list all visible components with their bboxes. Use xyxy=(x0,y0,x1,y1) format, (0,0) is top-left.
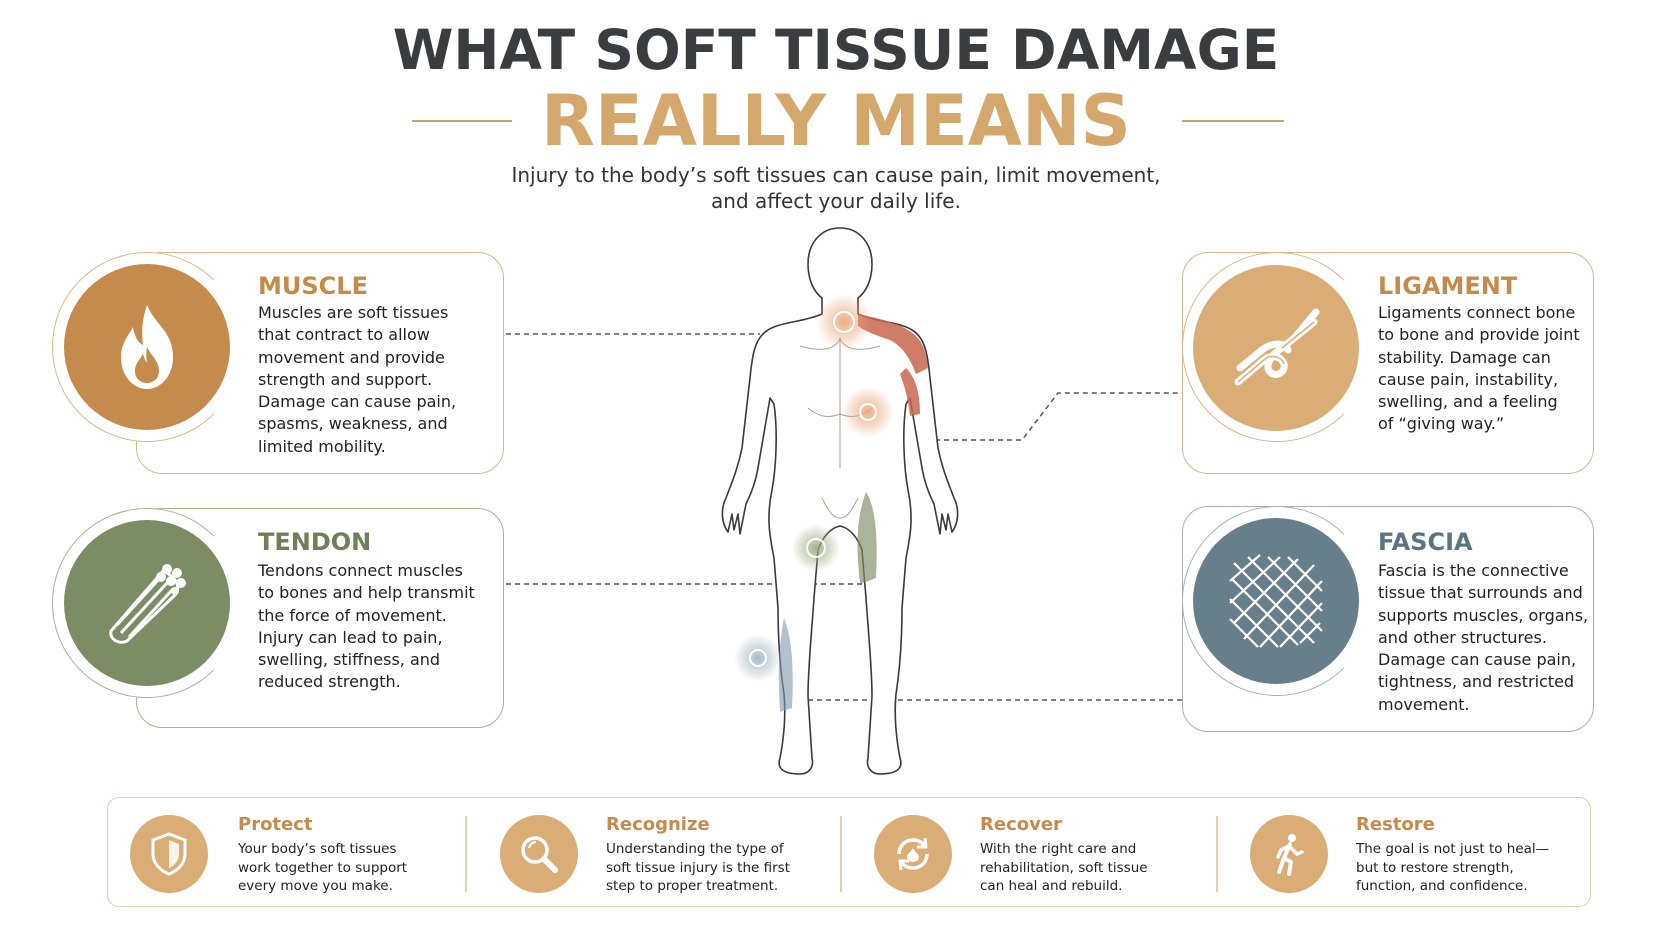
recover-item: Recover With the right care and rehabili… xyxy=(854,798,1214,908)
recover-icon-circle xyxy=(874,815,952,893)
recover-line: can heal and rebuild. xyxy=(980,878,1123,894)
tendon-line: the force of movement. xyxy=(258,605,447,625)
recognize-item: Recognize Understanding the type of soft… xyxy=(480,798,840,908)
fascia-line: Damage can cause pain, xyxy=(1378,650,1577,670)
muscle-line: Muscles are soft tissues xyxy=(258,303,449,322)
restore-line: function, and confidence. xyxy=(1356,878,1528,894)
shield-icon xyxy=(151,832,187,876)
muscle-marker-glow xyxy=(816,294,872,350)
ligament-description: Ligaments connect bone to bone and provi… xyxy=(1378,302,1590,436)
protect-line: Your body’s soft tissues xyxy=(238,841,397,857)
muscle-line: Damage can cause pain, xyxy=(258,392,457,412)
fascia-line: tissue that surrounds and xyxy=(1378,583,1583,603)
ligament-line: Ligaments connect bone xyxy=(1378,303,1576,322)
restore-icon-circle xyxy=(1250,815,1328,893)
tendon-icon-circle xyxy=(64,520,230,686)
protect-line: work together to support xyxy=(238,859,408,876)
subtitle-line-1: Injury to the body’s soft tissues can ca… xyxy=(511,163,1161,187)
tendon-description: Tendons connect muscles to bones and hel… xyxy=(258,560,498,694)
fascia-description: Fascia is the connective tissue that sur… xyxy=(1378,560,1592,716)
walking-person-icon xyxy=(1276,834,1304,876)
muscle-line: strength and support. xyxy=(258,369,433,389)
fascia-title: FASCIA xyxy=(1378,528,1473,556)
protect-text: Your body’s soft tissues work together t… xyxy=(238,840,438,896)
protect-icon-circle xyxy=(130,815,208,893)
fascia-line: and other structures. xyxy=(1378,627,1547,647)
tendon-line: swelling, stiffness, and xyxy=(258,650,441,670)
subtitle-line-2: and affect your daily life. xyxy=(711,189,961,213)
recover-line: With the right care and xyxy=(980,841,1137,857)
knot-rope-icon xyxy=(1234,308,1320,386)
recognize-text: Understanding the type of soft tissue in… xyxy=(606,840,816,896)
recognize-line: soft tissue injury is the first xyxy=(606,859,791,876)
ligament-line: swelling, and a feeling xyxy=(1378,392,1558,412)
page-title-line-2: REALLY MEANS xyxy=(541,80,1131,162)
fascia-marker-glow xyxy=(734,634,782,682)
muscle-line: movement and provide xyxy=(258,347,445,367)
ligament-line: stability. Damage can xyxy=(1378,347,1551,367)
bottom-divider xyxy=(1216,816,1218,892)
fascia-highlight xyxy=(778,618,793,712)
ligament-line: of “giving way.” xyxy=(1378,414,1505,434)
tendon-line: Injury can lead to pain, xyxy=(258,627,443,647)
fascia-line: Fascia is the connective xyxy=(1378,561,1569,580)
magnifier-icon xyxy=(521,836,558,873)
protect-item: Protect Your body’s soft tissues work to… xyxy=(108,798,468,908)
flame-icon xyxy=(121,305,173,389)
protect-title: Protect xyxy=(238,814,313,835)
bottom-divider xyxy=(465,816,467,892)
recover-line: rehabilitation, soft tissue xyxy=(980,859,1148,876)
muscle-icon-circle xyxy=(64,264,230,430)
tendon-marker xyxy=(806,538,826,558)
tendon-fiber-icon xyxy=(109,564,186,644)
recognize-line: step to proper treatment. xyxy=(606,878,779,894)
tendon-line: reduced strength. xyxy=(258,672,401,692)
restore-item: Restore The goal is not just to heal— bu… xyxy=(1230,798,1590,908)
bottom-principles-bar: Protect Your body’s soft tissues work to… xyxy=(107,797,1591,907)
ligament-marker-glow xyxy=(842,386,894,438)
fascia-icon-circle xyxy=(1193,518,1359,684)
muscle-line: limited mobility. xyxy=(258,436,386,456)
restore-line: but to restore strength, xyxy=(1356,859,1514,876)
bottom-divider xyxy=(840,816,842,892)
fascia-line: movement. xyxy=(1378,694,1470,714)
tendon-marker-glow xyxy=(792,524,840,572)
muscle-line: that contract to allow xyxy=(258,325,430,345)
ligament-marker xyxy=(859,403,877,421)
tendon-line: Tendons connect muscles xyxy=(258,561,463,580)
recover-title: Recover xyxy=(980,814,1062,835)
muscle-description: Muscles are soft tissues that contract t… xyxy=(258,302,488,458)
recover-text: With the right care and rehabilitation, … xyxy=(980,840,1180,896)
recognize-icon-circle xyxy=(500,815,578,893)
recognize-line: Understanding the type of xyxy=(606,841,784,857)
fascia-line: supports muscles, organs, xyxy=(1378,605,1589,625)
ligament-line: to bone and provide joint xyxy=(1378,325,1580,345)
human-body-figure xyxy=(721,227,959,775)
tendon-line: to bones and help transmit xyxy=(258,583,475,603)
restore-line: The goal is not just to heal— xyxy=(1356,841,1550,857)
mesh-net-icon xyxy=(1229,554,1323,648)
page-title-line-1: WHAT SOFT TISSUE DAMAGE xyxy=(392,18,1280,82)
fascia-line: tightness, and restricted xyxy=(1378,672,1575,692)
tendon-title: TENDON xyxy=(258,528,372,556)
title-rule-right xyxy=(1182,120,1284,122)
restore-title: Restore xyxy=(1356,814,1435,835)
fascia-marker xyxy=(749,649,767,667)
page-subtitle: Injury to the body’s soft tissues can ca… xyxy=(436,162,1236,214)
ligament-title: LIGAMENT xyxy=(1378,272,1518,300)
recover-cycle-icon xyxy=(897,837,929,871)
ligament-icon-circle xyxy=(1193,265,1359,431)
ligament-line: cause pain, instability, xyxy=(1378,369,1559,389)
protect-line: every move you make. xyxy=(238,878,393,894)
muscle-highlight xyxy=(858,314,928,416)
recognize-title: Recognize xyxy=(606,814,710,835)
muscle-title: MUSCLE xyxy=(258,272,368,300)
tendon-highlight xyxy=(857,492,877,584)
muscle-marker xyxy=(833,311,855,333)
restore-text: The goal is not just to heal— but to res… xyxy=(1356,840,1576,896)
muscle-line: spasms, weakness, and xyxy=(258,414,448,434)
title-rule-left xyxy=(412,120,512,122)
